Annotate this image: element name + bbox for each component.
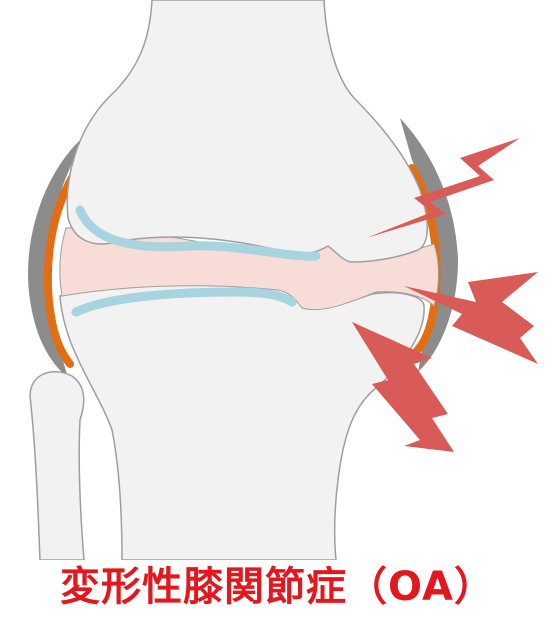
tibia-bone <box>60 284 424 560</box>
knee-joint-diagram <box>0 0 555 560</box>
fibula-bone <box>30 372 84 560</box>
diagram-caption: 変形性膝関節症（OA） <box>0 556 555 618</box>
femur-bone <box>67 0 427 262</box>
